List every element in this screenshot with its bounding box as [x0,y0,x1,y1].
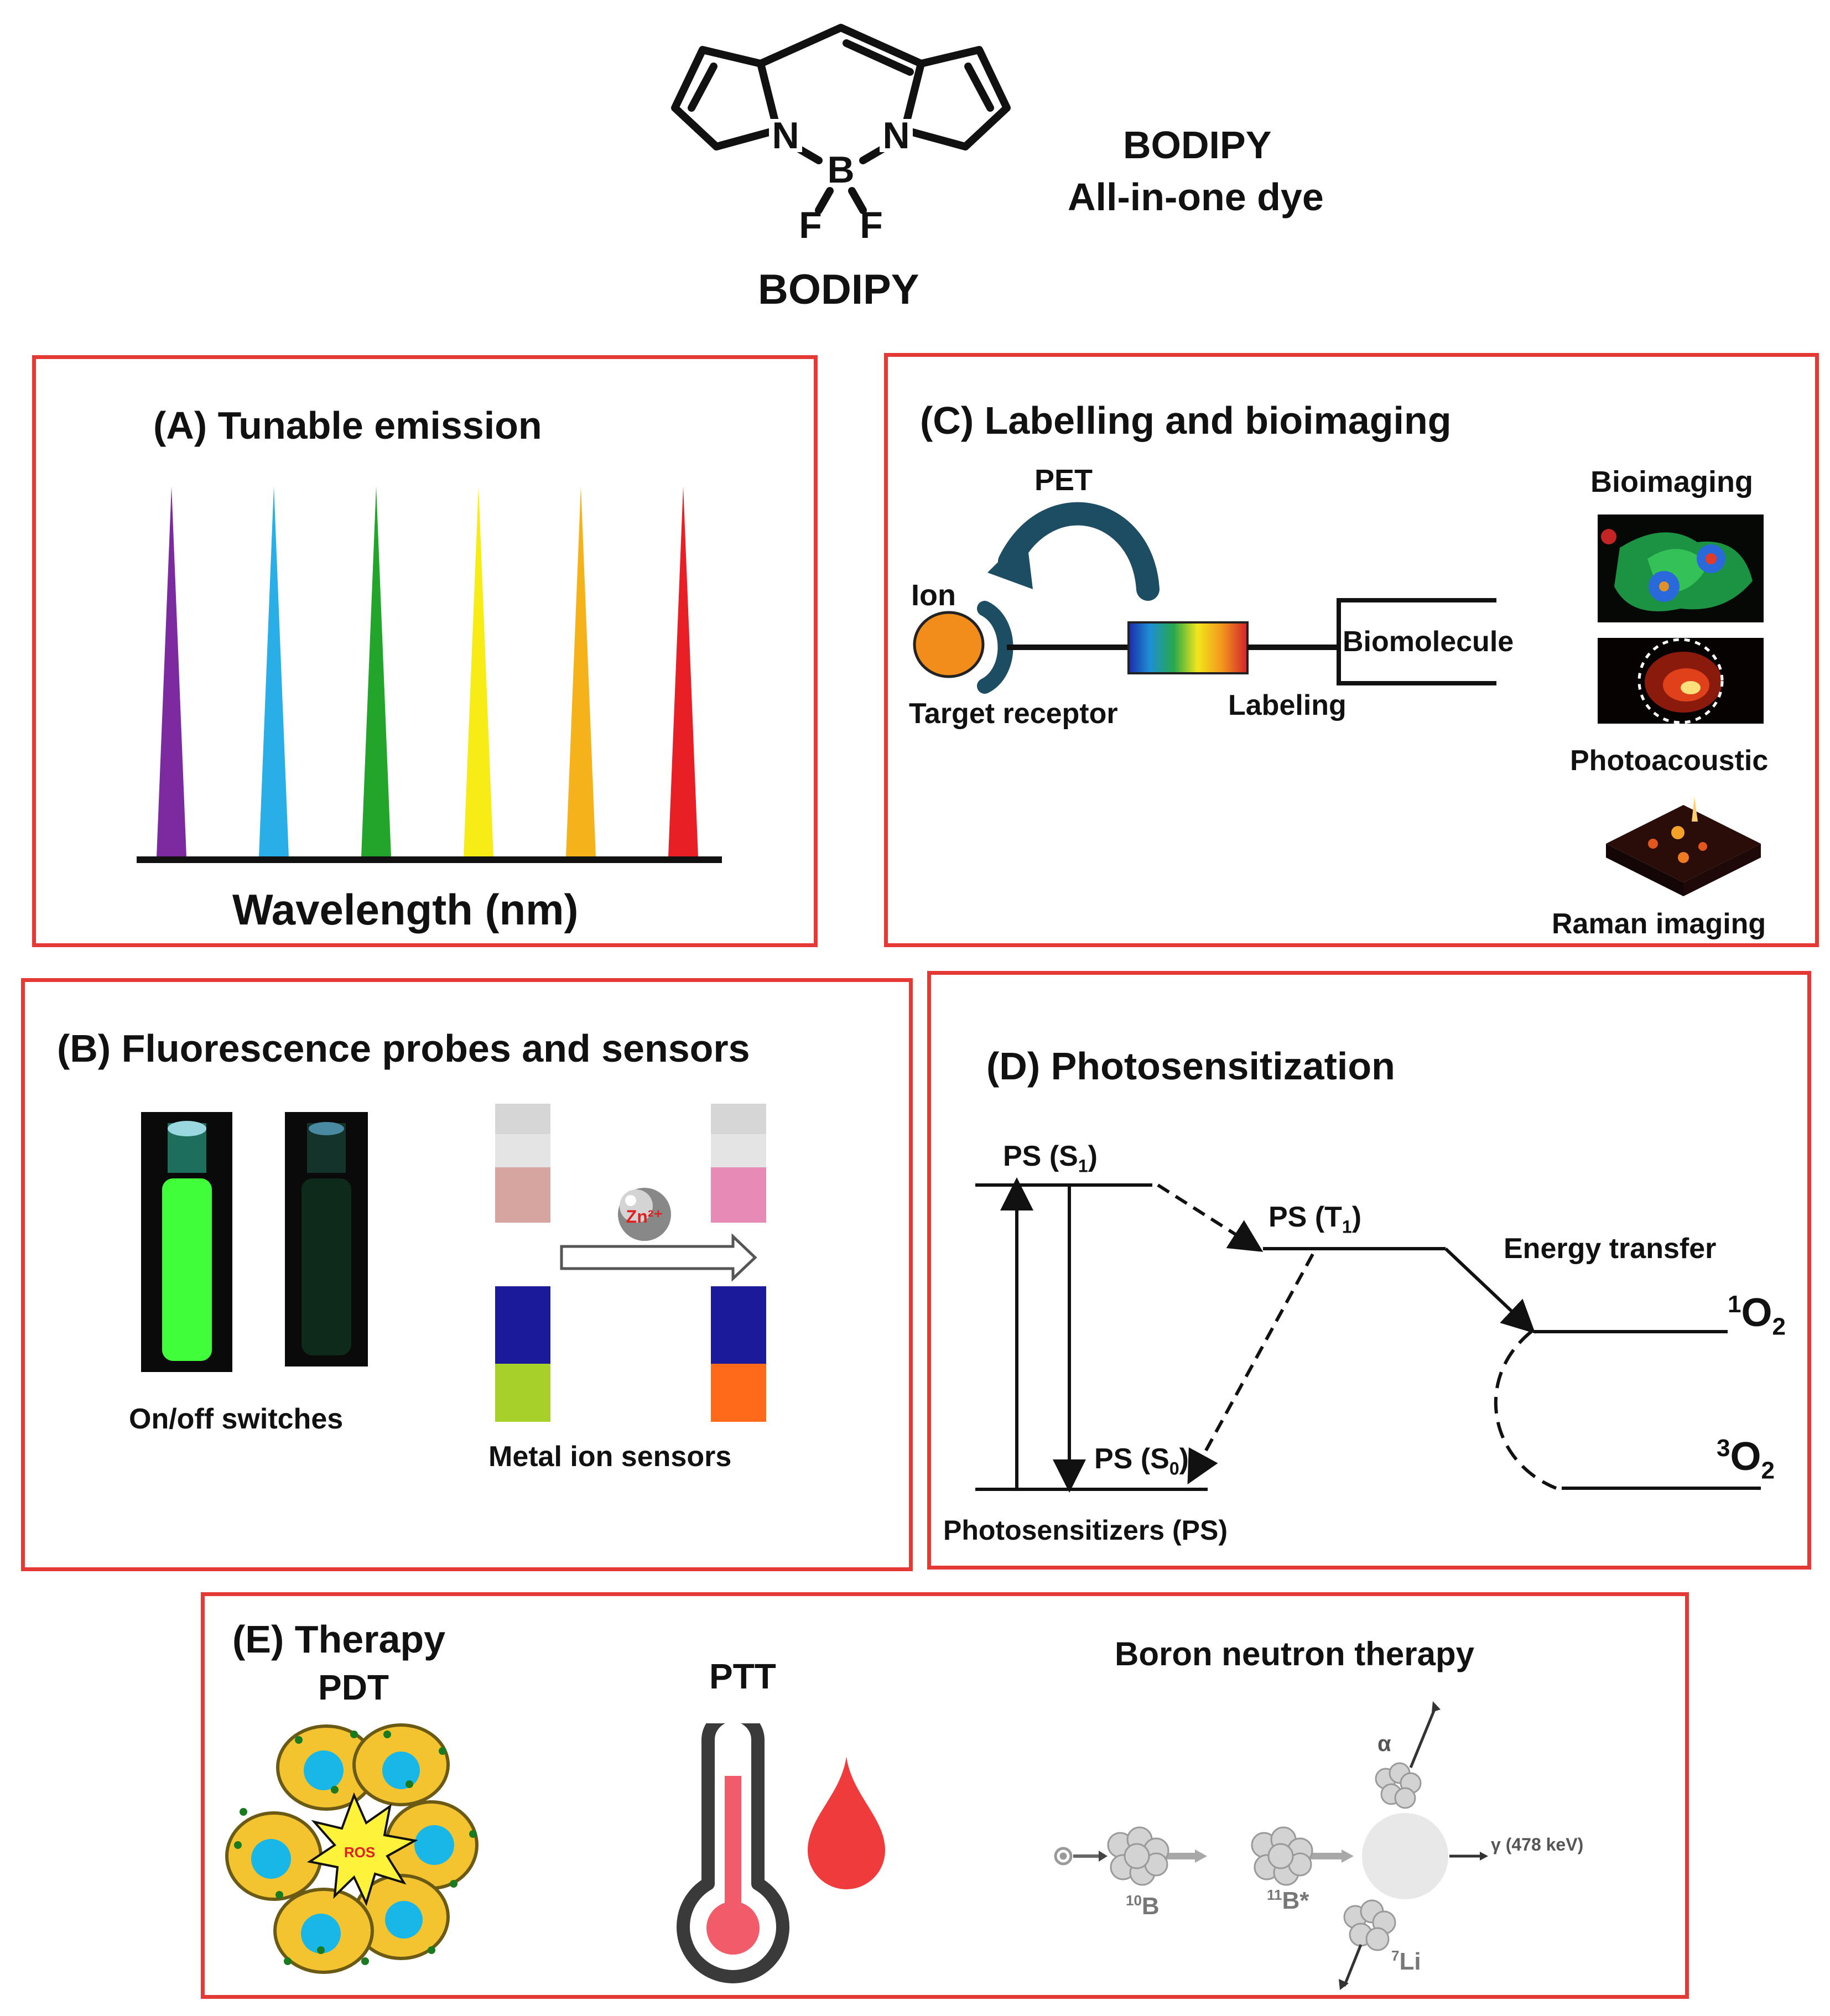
b11-label: 11B* [1267,1887,1309,1914]
triplet-oxygen-label: 3O2 [1717,1435,1775,1484]
alpha-cluster [1375,1762,1422,1809]
emission-peak [157,486,186,857]
emission-peak [259,486,289,857]
panel-c-title: (C) Labelling and bioimaging [920,399,1452,442]
bodipy-structure: N N B F F [671,24,1011,246]
emission-peak [566,486,596,857]
pet-label: PET [1034,464,1093,497]
target-receptor [977,601,1013,694]
s0-label: PS (S0) [1094,1443,1189,1479]
panel-a-title: (A) Tunable emission [153,404,542,447]
emission-peaks [137,486,722,863]
panel-e-title: (E) Therapy [232,1618,446,1661]
li-label: 7Li [1391,1947,1421,1975]
raman-label: Raman imaging [1552,908,1766,940]
structure-label: BODIPY [758,266,919,313]
jablonski-diagram [975,1177,1761,1493]
panel-labelling-bioimaging: (C) Labelling and bioimaging PET Ion Bio… [884,353,1819,947]
atom-f2: F [860,204,883,246]
li-cluster [1343,1899,1396,1951]
biomolecule-box [1337,598,1496,685]
atom-f1: F [799,204,822,246]
panel-tunable-emission: (A) Tunable emission Wavelength (nm) [32,355,818,947]
ptt-label: PTT [709,1656,776,1696]
side-subtitle: All-in-one dye [1068,175,1324,219]
metal-ion-sensor-vials: Zn²⁺ [495,1104,766,1422]
switch-caption: On/off switches [129,1403,344,1435]
energy-transfer-label: Energy transfer [1504,1233,1717,1265]
panel-b-title: (B) Fluorescence probes and sensors [57,1027,750,1070]
ion-label: Ion [911,579,956,612]
bioimaging-image [1598,515,1764,622]
panel-therapy: (E) Therapy PDT ROS PTT [201,1592,1689,1999]
atom-b: B [827,149,854,191]
target-receptor-label: Target receptor [909,698,1118,730]
photoacoustic-image [1598,638,1764,724]
ion-circle [913,611,985,678]
vial-off [301,1178,351,1355]
s1-label: PS (S1) [1003,1140,1098,1176]
biomolecule-label: Biomolecule [1343,626,1514,658]
pdt-cell-cluster: ROS [225,1723,479,1974]
atom-n1: N [772,115,799,157]
b10-cluster [1107,1826,1169,1886]
ros-label: ROS [344,1844,375,1861]
fission-sphere [1362,1813,1448,1899]
panel-photosensitization: (D) Photosensitization PS (S1) PS ( [927,971,1811,1570]
labeling-label: Labeling [1228,689,1346,721]
flame-icon [808,1757,885,1889]
pet-arrow-head [987,534,1033,589]
bioimaging-label: Bioimaging [1590,465,1753,498]
sensor-arrow [560,1233,757,1282]
panel-d-title: (D) Photosensitization [986,1045,1395,1088]
emission-peak [668,486,698,857]
on-off-vials [141,1112,368,1372]
ptt-thermometer [677,1723,885,1983]
gamma-label: γ (478 keV) [1491,1835,1583,1854]
photoacoustic-label: Photoacoustic [1570,745,1769,777]
pdt-label: PDT [318,1667,389,1707]
side-title: BODIPY [1123,123,1272,167]
zn-ion-label: Zn²⁺ [626,1207,663,1227]
energy-transfer-line [1444,1247,1536,1334]
sensor-caption: Metal ion sensors [488,1441,732,1473]
labeling-scheme [913,502,1496,694]
isc-arrow [1157,1183,1264,1252]
b11-cluster [1251,1826,1313,1886]
alpha-label: α [1377,1732,1391,1756]
t1-decay-arrow [1187,1253,1314,1485]
bnct-scheme: α γ (478 keV) 10B 11B* 7Li [1054,1701,1583,1990]
atom-n2: N [882,115,909,157]
emission-peak [464,486,493,857]
panel-fluorescence-probes: (B) Fluorescence probes and sensors On/o… [21,978,913,1571]
ros-burst [306,1792,418,1906]
bodipy-dye-bar [1127,621,1249,674]
bnct-title: Boron neutron therapy [1115,1635,1475,1672]
emission-peak [361,486,391,857]
pet-arrow [998,502,1160,601]
ps-caption: Photosensitizers (PS) [943,1515,1228,1546]
oxygen-transfer-curve [1494,1330,1557,1490]
singlet-oxygen-label: 1O2 [1728,1291,1786,1340]
b10-label: 10B [1126,1892,1160,1920]
vial-on [162,1178,212,1361]
raman-image [1606,797,1761,896]
t1-label: PS (T1) [1268,1201,1362,1237]
wavelength-axis-label: Wavelength (nm) [232,885,579,934]
thermometer-mercury [725,1776,741,1909]
